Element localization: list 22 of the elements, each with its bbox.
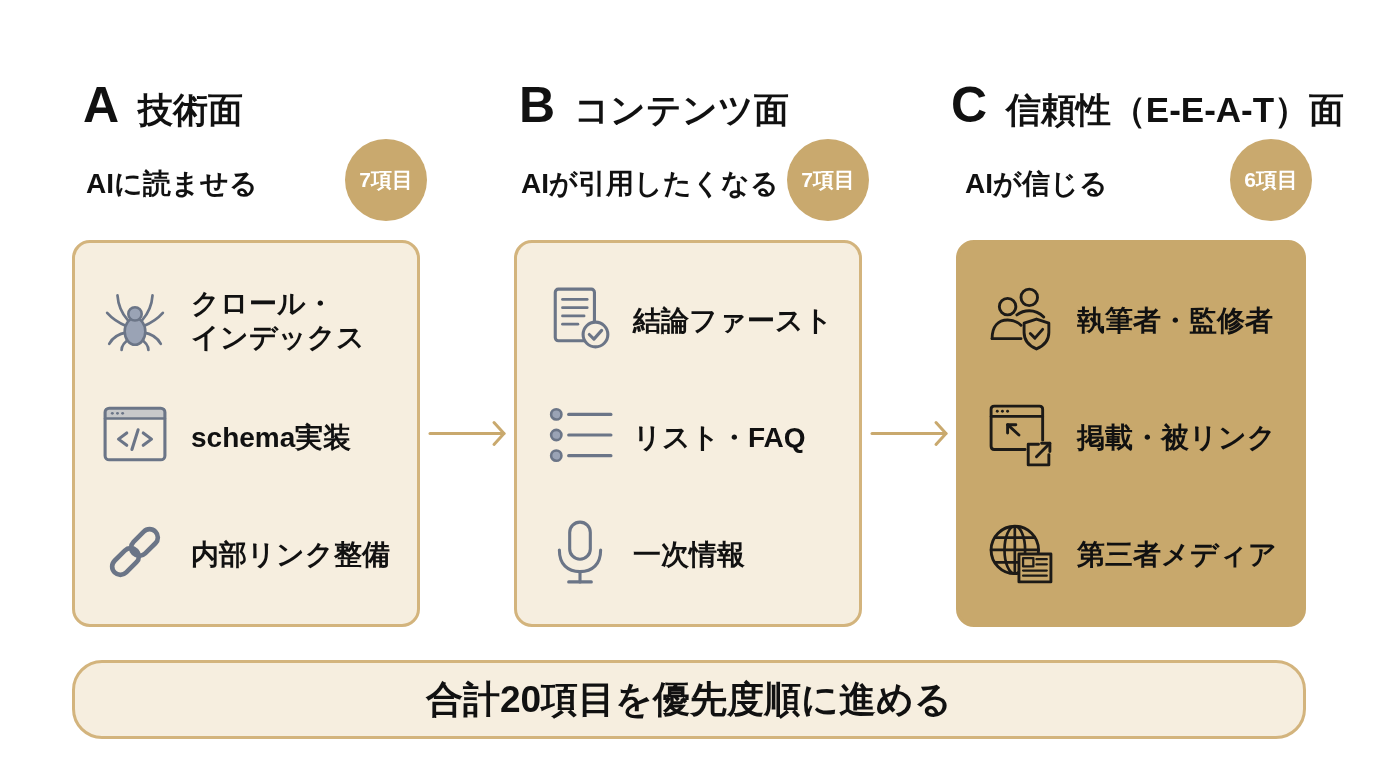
item-label: 結論ファースト (633, 304, 833, 338)
item-count: 6項目 (1244, 167, 1298, 193)
item-label: 内部リンク整備 (191, 538, 390, 572)
arrow (870, 421, 948, 446)
item-count: 7項目 (359, 167, 413, 193)
panel-heading: A 技術面 (83, 80, 243, 130)
item-label: クロール・インデックス (191, 287, 366, 355)
item-label: 第三者メディア (1077, 538, 1277, 572)
item-label: リスト・FAQ (633, 421, 806, 455)
summary-bar (72, 660, 1306, 739)
panel-subtitle: AIが引用したくなる (521, 167, 779, 201)
item-label: schema実装 (191, 421, 352, 455)
item-label: 掲載・被リンク (1077, 421, 1276, 455)
panel-subtitle: AIが信じる (965, 167, 1108, 201)
arrow (428, 421, 506, 446)
panel-heading: C 信頼性（E-E-A-T）面 (951, 80, 1345, 130)
item-label: 一次情報 (633, 538, 745, 572)
item-count: 7項目 (801, 167, 855, 193)
panel-subtitle: AIに読ませる (86, 167, 258, 201)
panel-heading: B コンテンツ面 (519, 80, 789, 130)
item-label: 執筆者・監修者 (1077, 304, 1273, 338)
summary-text: 合計20項目を優先度順に進める (425, 677, 953, 722)
